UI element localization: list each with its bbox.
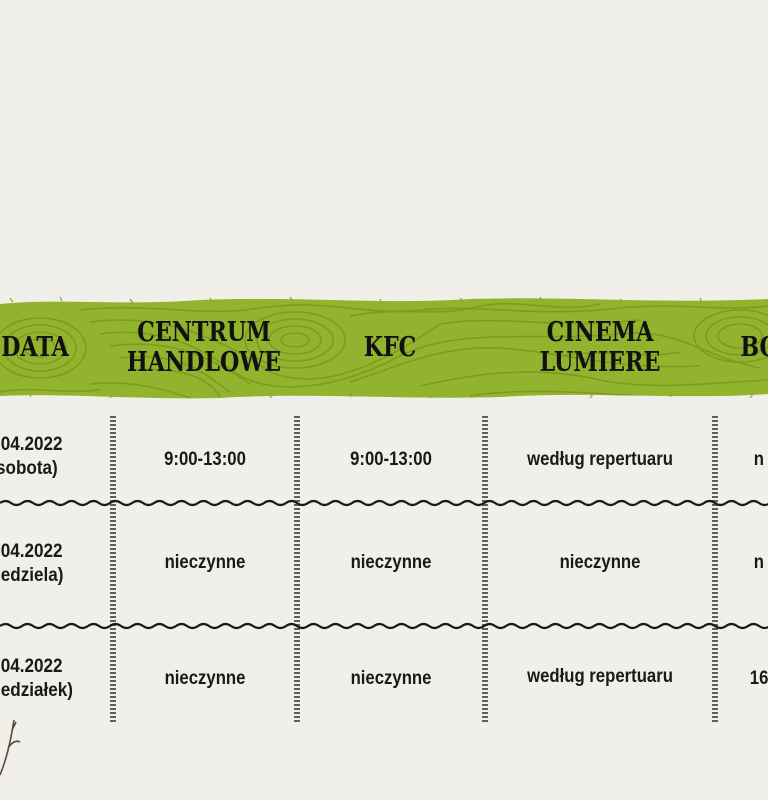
row3-centrum: nieczynne <box>164 668 246 689</box>
row3-last: 16 <box>749 668 768 689</box>
header-cinema-lumiere: CINEMA LUMIERE <box>539 317 661 378</box>
row3-kfc: nieczynne <box>350 668 432 689</box>
header-kfc: KFC <box>363 332 417 363</box>
header-band <box>0 296 768 399</box>
row1-cinema: według repertuaru <box>527 449 673 470</box>
row1-last: n <box>753 449 765 470</box>
row1-date: .04.2022 sobota) <box>0 434 63 479</box>
row2-last: n <box>753 552 765 573</box>
row2-date: .04.2022 iedziela) <box>0 541 64 586</box>
row1-kfc: 9:00-13:00 <box>350 449 432 470</box>
twig-decoration <box>0 719 21 776</box>
row2-kfc: nieczynne <box>350 552 432 573</box>
header-centrum-handlowe: CENTRUM HANDLOWE <box>126 317 282 378</box>
row3-cinema: według repertuaru <box>527 666 673 687</box>
header-last: BO <box>740 332 768 363</box>
row2-cinema: nieczynne <box>559 552 641 573</box>
row2-centrum: nieczynne <box>164 552 246 573</box>
header-data: DATA <box>1 332 69 363</box>
row1-centrum: 9:00-13:00 <box>164 449 246 470</box>
row3-date: .04.2022 iedziałek) <box>0 656 73 701</box>
row-separator-2 <box>0 622 768 630</box>
row-separator-1 <box>0 499 768 507</box>
